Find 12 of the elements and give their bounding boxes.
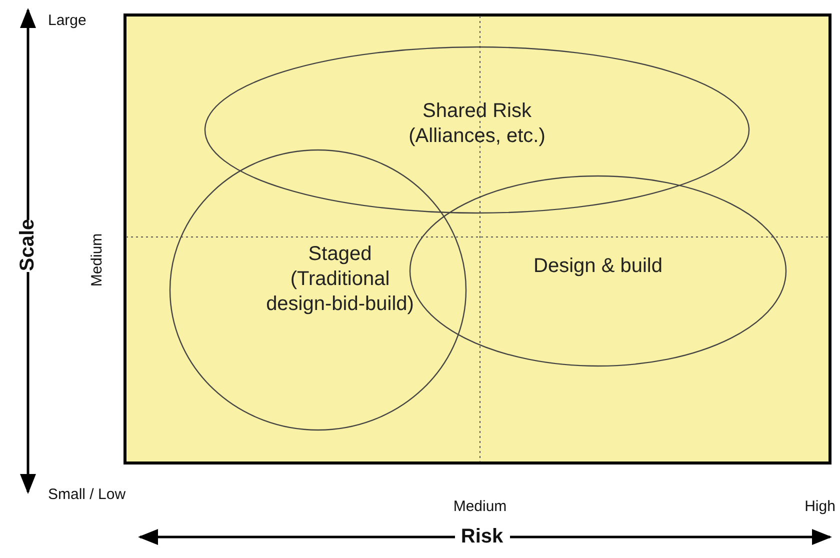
region-ellipse (170, 150, 466, 430)
axis-label: Large (48, 12, 86, 29)
axis-label: Medium (88, 233, 106, 287)
region-label: Shared Risk (Alliances, etc.) (408, 99, 546, 149)
region-ellipse (205, 47, 749, 213)
axis-label: Small / Low (48, 486, 126, 503)
axis-title: Risk (460, 526, 504, 548)
axis-label: Medium (453, 498, 507, 515)
axis-title: Scale (16, 218, 40, 272)
region-label: Staged (Traditional design-bid-build) (265, 242, 415, 317)
region-label: Design & build (532, 254, 664, 279)
axis-label: High (804, 498, 836, 515)
